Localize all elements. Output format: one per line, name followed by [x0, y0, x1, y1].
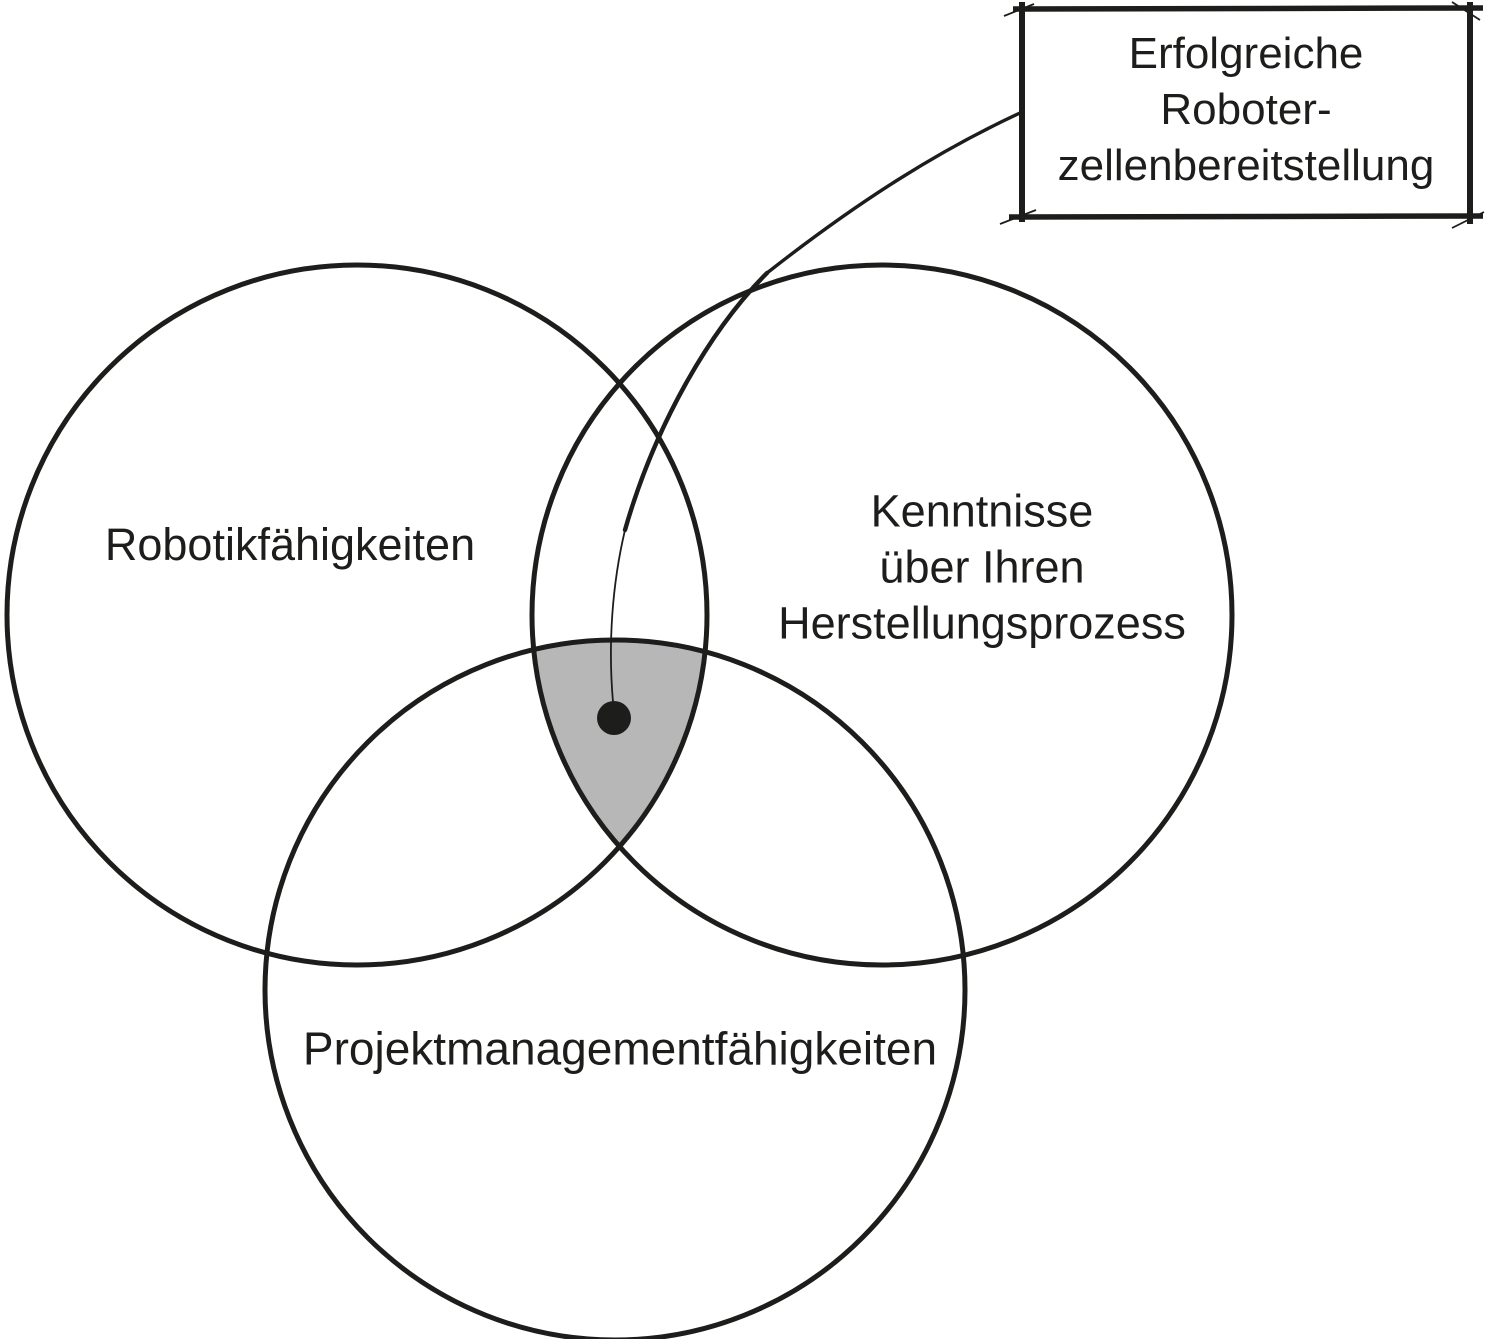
project-management-circle-label: Projektmanagementfähigkeiten — [302, 1022, 938, 1075]
manufacturing-process-circle — [529, 262, 1235, 968]
project-management-circle — [262, 637, 968, 1339]
callout-box-label: Erfolgreiche Roboter- zellenbereitstellu… — [1057, 29, 1435, 190]
callout-connector-line — [610, 111, 1022, 703]
manufacturing-process-circle-label: Kenntnisse über Ihren Herstellungsprozes… — [778, 485, 1186, 648]
robotics-circle — [4, 262, 710, 968]
triple-intersection-region — [533, 639, 706, 847]
robotics-circle-label: Robotikfähigkeiten — [104, 519, 476, 571]
intersection-dot — [597, 701, 631, 735]
callout-box-frame — [999, 1, 1485, 229]
